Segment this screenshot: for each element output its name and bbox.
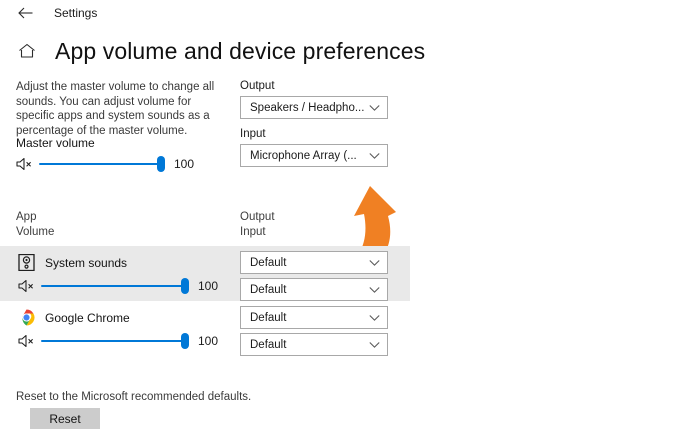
app-row-google-chrome[interactable]: Google Chrome 100 Default Default	[0, 301, 700, 356]
app-volume-value: 100	[198, 334, 219, 348]
app-output-dropdown[interactable]: Default	[240, 251, 388, 274]
chevron-down-icon	[369, 259, 380, 266]
chevron-down-icon	[369, 341, 380, 348]
column-header-volume: Volume	[16, 226, 55, 238]
app-volume-slider[interactable]: 100	[18, 333, 218, 349]
input-label: Input	[240, 128, 266, 140]
google-chrome-icon	[18, 309, 35, 326]
app-name-label: System sounds	[45, 255, 128, 270]
device-selection-group: Output Speakers / Headpho... Input Micro…	[240, 80, 390, 167]
app-slider-track[interactable]	[41, 278, 189, 294]
system-sounds-icon	[18, 254, 35, 271]
input-dropdown-value: Microphone Array (...	[250, 149, 357, 162]
app-output-dropdown[interactable]: Default	[240, 306, 388, 329]
app-output-value: Default	[250, 311, 287, 324]
app-identity: Google Chrome	[18, 309, 130, 326]
app-output-value: Default	[250, 256, 287, 269]
app-volume-slider[interactable]: 100	[18, 278, 218, 294]
app-identity: System sounds	[18, 254, 127, 271]
column-header-app-volume: App Volume	[16, 210, 54, 240]
app-name-label: Settings	[54, 6, 98, 20]
app-input-value: Default	[250, 283, 287, 296]
app-slider-thumb[interactable]	[181, 278, 189, 294]
output-label: Output	[240, 80, 275, 92]
chevron-down-icon	[369, 286, 380, 293]
app-slider-fill	[41, 285, 189, 287]
master-volume-slider[interactable]: 100	[16, 156, 194, 172]
app-volume-value: 100	[198, 279, 219, 293]
app-input-dropdown[interactable]: Default	[240, 333, 388, 356]
output-dropdown[interactable]: Speakers / Headpho...	[240, 96, 388, 119]
volume-settings-section: Adjust the master volume to change all s…	[0, 80, 700, 268]
back-arrow-icon[interactable]	[14, 2, 36, 24]
column-header-output: Output	[240, 211, 275, 223]
page-title: App volume and device preferences	[55, 37, 426, 64]
app-name-label: Google Chrome	[45, 310, 130, 325]
home-icon[interactable]	[16, 40, 38, 62]
app-slider-fill	[41, 340, 189, 342]
description-text: Adjust the master volume to change all s…	[16, 81, 215, 137]
master-volume-value: 100	[174, 157, 195, 171]
column-header-output-input: Output Input	[240, 210, 275, 240]
speaker-mute-icon[interactable]	[18, 333, 36, 349]
chevron-down-icon	[369, 104, 380, 111]
master-slider-fill	[39, 163, 165, 165]
chevron-down-icon	[369, 314, 380, 321]
reset-description: Reset to the Microsoft recommended defau…	[16, 391, 252, 403]
reset-button[interactable]: Reset	[30, 408, 100, 429]
column-header-input: Input	[240, 226, 266, 238]
window-title-bar: Settings	[0, 0, 700, 26]
speaker-mute-icon[interactable]	[16, 156, 34, 172]
app-input-value: Default	[250, 338, 287, 351]
master-slider-thumb[interactable]	[157, 156, 165, 172]
app-row-system-sounds[interactable]: System sounds 100 Default Default	[0, 246, 410, 301]
input-dropdown[interactable]: Microphone Array (...	[240, 144, 388, 167]
master-volume-label: Master volume	[16, 136, 95, 150]
app-list-column-headers: App Volume Output Input	[0, 210, 700, 246]
speaker-mute-icon[interactable]	[18, 278, 36, 294]
app-input-dropdown[interactable]: Default	[240, 278, 388, 301]
chevron-down-icon	[369, 152, 380, 159]
app-slider-thumb[interactable]	[181, 333, 189, 349]
app-slider-track[interactable]	[41, 333, 189, 349]
master-slider-track[interactable]	[39, 156, 165, 172]
page-header: App volume and device preferences	[0, 34, 700, 68]
column-header-app: App	[16, 211, 37, 223]
output-dropdown-value: Speakers / Headpho...	[250, 101, 365, 114]
